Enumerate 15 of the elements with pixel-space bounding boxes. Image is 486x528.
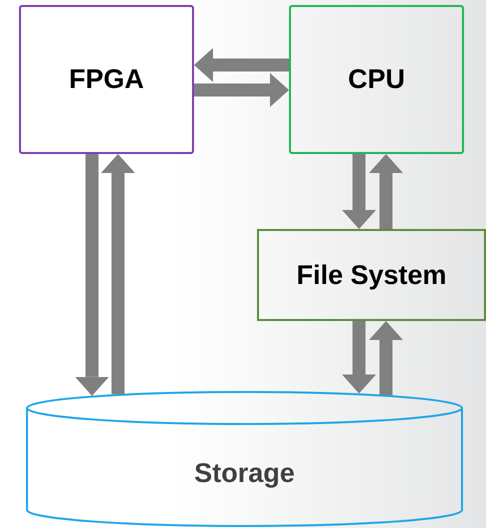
- arrow: [342, 154, 376, 229]
- arrow: [194, 73, 289, 107]
- arrow: [342, 321, 376, 394]
- node-label: CPU: [348, 64, 405, 95]
- arrow: [194, 48, 289, 82]
- arrow: [101, 154, 135, 394]
- arrow: [369, 154, 403, 229]
- node-label: FPGA: [68, 64, 144, 95]
- arrow: [369, 321, 403, 396]
- arrow: [75, 154, 109, 396]
- node-label: File System: [296, 260, 447, 290]
- node-label: Storage: [194, 458, 295, 489]
- process-box: [257, 229, 486, 321]
- process-box: [19, 5, 194, 154]
- process-box: [289, 5, 464, 154]
